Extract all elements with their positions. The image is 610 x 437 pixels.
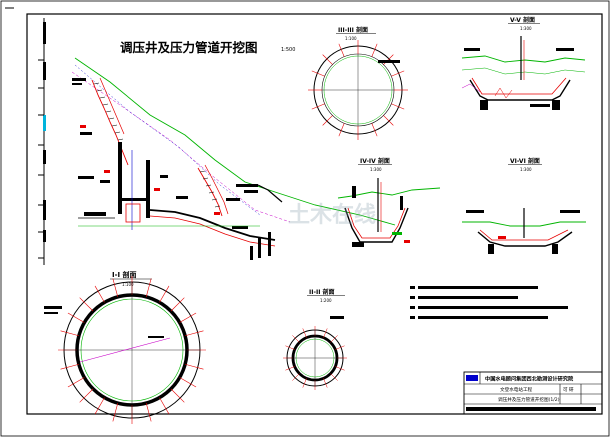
rock-bolt-line	[311, 103, 325, 110]
rock-bolt-line	[335, 345, 345, 350]
rock-bolt-line	[94, 285, 105, 303]
rock-bolt-line	[159, 285, 170, 303]
rock-bolt-line	[302, 378, 307, 388]
rock-bolt-line	[322, 115, 333, 126]
rock-bolt-line	[145, 278, 152, 297]
rock-bolt-line	[185, 363, 204, 370]
notes-block	[410, 286, 568, 319]
rock-bolt-line	[145, 403, 152, 422]
section-3-scale: 1:100	[345, 36, 357, 41]
title-block-stage: 可 研	[563, 387, 574, 393]
rock-bolt-line	[330, 373, 338, 381]
section-3: III-III 剖面 1:100	[308, 26, 408, 140]
title-block: 中国水电顾问集团西北勘测设计研究院 文登水电站工程 可 研 调压井及压力管道开挖…	[463, 371, 603, 415]
section-6-scale: 1:300	[520, 167, 532, 172]
rock-bolt-line	[338, 123, 345, 137]
rock-bolt-line	[112, 278, 119, 297]
rock-bolt-line	[311, 70, 325, 77]
rock-bolt-line	[323, 328, 328, 338]
rock-bolt-line	[170, 388, 185, 403]
rock-bolt-line	[285, 366, 295, 371]
rock-bolt-line	[292, 335, 300, 343]
section-5: V-V 剖面 1:300	[461, 16, 586, 110]
section-2-scale: 1:200	[320, 298, 332, 303]
rock-bolt-line	[94, 397, 105, 415]
rock-bolt-line	[391, 70, 405, 77]
main-title: 调压井及压力管道开挖图	[120, 40, 258, 55]
inner-frame	[26, 13, 603, 415]
rock-bolt-line	[60, 363, 79, 370]
rock-bolt-line	[335, 366, 345, 371]
rock-bolt-line	[391, 103, 405, 110]
section-4-title: IV-IV 剖面	[360, 157, 390, 165]
rock-bolt-line	[159, 397, 170, 415]
rock-bolt-line	[330, 335, 338, 343]
rock-bolt-line	[170, 297, 185, 312]
rock-bolt-line	[79, 388, 94, 403]
rock-bolt-line	[60, 330, 79, 337]
rock-bolt-line	[371, 123, 378, 137]
title-block-drawing-name: 调压井及压力管道开挖图(1/2)	[498, 396, 560, 403]
rock-bolt-line	[292, 373, 300, 381]
watermark: 土木在线	[288, 202, 376, 228]
rock-bolt-line	[179, 312, 197, 323]
rock-bolt-line	[323, 378, 328, 388]
title-block-institute: 中国水电顾问集团西北勘测设计研究院	[485, 375, 574, 383]
rock-bolt-line	[79, 297, 94, 312]
section-1-title: I-I 剖面	[112, 270, 137, 279]
rock-bolt-line	[371, 43, 378, 57]
section-6-title: VI-VI 剖面	[510, 157, 540, 165]
section-5-title: V-V 剖面	[510, 16, 535, 24]
section-4-scale: 1:300	[370, 167, 382, 172]
rock-bolt-line	[338, 43, 345, 57]
section-5-scale: 1:300	[520, 26, 532, 31]
rock-bolt-line	[67, 312, 85, 323]
section-6: VI-VI 剖面 1:300	[462, 157, 586, 254]
rock-bolt-line	[67, 377, 85, 388]
rock-bolt-line	[322, 54, 333, 65]
section-4: IV-IV 剖面 1:300	[337, 157, 441, 247]
rock-bolt-line	[383, 115, 394, 126]
longitudinal-profile	[71, 57, 396, 260]
rock-bolt-line	[285, 345, 295, 350]
section-2-title: II-II 剖面	[309, 288, 335, 296]
rock-bolt-line	[185, 330, 204, 337]
section-1: I-I 剖面 1:100	[44, 270, 206, 424]
rock-bolt-line	[112, 403, 119, 422]
elevation-ruler	[38, 18, 46, 265]
title-block-project: 文登水电站工程	[500, 386, 533, 393]
rock-bolt-line	[179, 377, 197, 388]
section-3-title: III-III 剖面	[338, 26, 368, 34]
main-scale: 1:500	[281, 47, 295, 53]
section-2: II-II 剖面 1:200	[283, 288, 347, 390]
watermark-text: 土木在线	[288, 202, 376, 228]
rock-bolt-line	[302, 328, 307, 338]
section-1-scale: 1:100	[122, 282, 134, 287]
rock-bolt-line	[383, 54, 394, 65]
